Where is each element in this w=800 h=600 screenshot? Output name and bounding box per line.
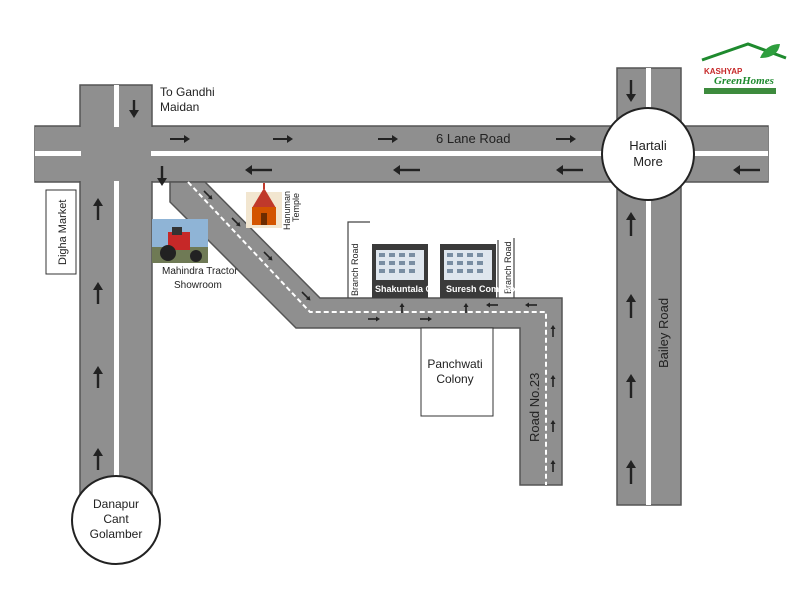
arrows-east	[170, 135, 576, 143]
branch-road-left-label: Branch Road	[350, 243, 360, 296]
hartali-more-label-1: Hartali	[629, 138, 667, 153]
arrows-north-left	[93, 198, 103, 470]
bailey-road-divider	[646, 68, 651, 505]
panchwati-label-2: Colony	[436, 372, 473, 386]
brand-line-2: GreenHomes	[714, 75, 774, 87]
shakuntala-complex: Shakuntala Complex	[372, 244, 464, 298]
danapur-label-3: Golamber	[90, 527, 143, 541]
mahindra-label-1: Mahindra Tractor	[162, 266, 238, 277]
panchwati-label-1: Panchwati	[427, 357, 482, 371]
digha-market: Digha Market	[45, 189, 77, 275]
suresh-complex: Suresh Complex	[440, 244, 517, 298]
branch-road-right-label: Branch Road	[503, 241, 513, 294]
arrows-west	[245, 165, 760, 175]
mahindra-label-2: Showroom	[174, 280, 222, 291]
arrows-bailey	[626, 80, 636, 484]
branch-stubs	[347, 221, 515, 298]
hanuman-temple-label-2: Temple	[291, 193, 301, 222]
diagonal-road-centerline	[187, 181, 547, 485]
road-23-label: Road No.23	[527, 373, 542, 442]
panchwati-colony: Panchwati Colony	[420, 327, 494, 417]
diagonal-road	[169, 181, 563, 486]
tractor-showroom-icon	[152, 219, 208, 263]
suresh-label: Suresh Complex	[446, 284, 517, 294]
hartali-more-label-2: More	[633, 154, 663, 169]
danapur-circle: Danapur Cant Golamber	[71, 475, 161, 565]
kashyap-green-homes-logo: KASHYAP GreenHomes	[701, 42, 787, 94]
six-lane-road-label: 6 Lane Road	[436, 131, 510, 146]
gandhi-maidan-label-2: Maidan	[160, 100, 199, 114]
arrows-diagonal	[203, 190, 556, 472]
danapur-road-divider	[114, 85, 119, 495]
shakuntala-label: Shakuntala Complex	[375, 284, 464, 294]
arrows-south-left	[129, 100, 167, 186]
danapur-label-1: Danapur	[93, 497, 139, 511]
gandhi-maidan-label-1: To Gandhi	[160, 85, 215, 99]
hartali-more-circle: Hartali More	[601, 107, 695, 201]
brand-line-1: KASHYAP	[704, 67, 743, 76]
danapur-label-2: Cant	[103, 512, 129, 526]
hanuman-temple-label-1: Hanuman	[282, 191, 292, 230]
digha-market-label: Digha Market	[57, 200, 69, 265]
hanuman-temple-icon	[246, 183, 282, 228]
bailey-road-label: Bailey Road	[656, 298, 671, 368]
